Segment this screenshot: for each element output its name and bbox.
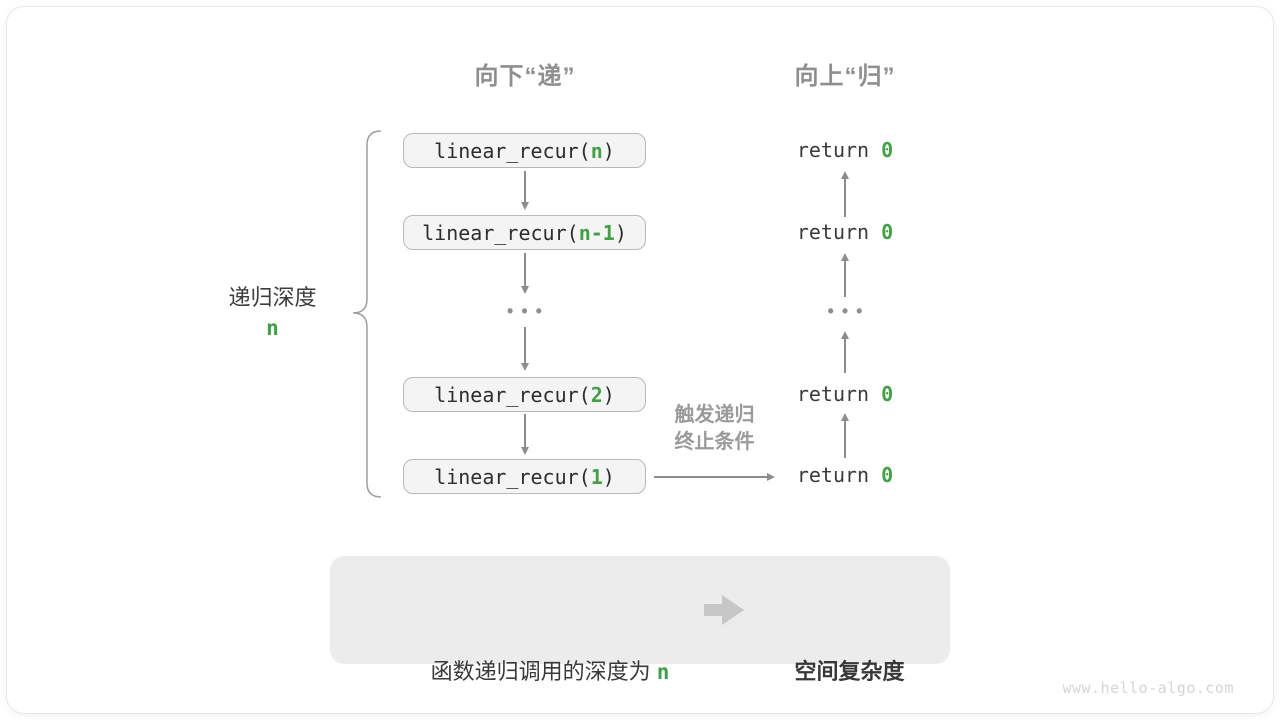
- call-text: ): [602, 464, 615, 489]
- summary-panel: 函数递归调用的深度为 n 共使用 O(n) 的栈帧空间 空间复杂度 线性阶 O(…: [330, 556, 950, 684]
- call-text: linear_recur(: [422, 220, 579, 245]
- return-statement: return 0: [765, 220, 925, 244]
- return-text: return: [796, 220, 882, 244]
- complexity-result: 空间复杂度 线性阶 O(n): [762, 569, 937, 720]
- watermark: www.hello-algo.com: [1062, 679, 1234, 697]
- termination-label-line1: 触发递归: [674, 404, 755, 426]
- return-statement: return 0: [765, 382, 925, 406]
- return-value: 0: [881, 138, 894, 162]
- call-text: linear_recur(: [434, 382, 591, 407]
- call-text: ): [614, 220, 627, 245]
- return-value: 0: [881, 463, 894, 487]
- call-arg: n-1: [578, 220, 615, 245]
- summary-n: n: [656, 660, 670, 684]
- summary-explanation: 函数递归调用的深度为 n 共使用 O(n) 的栈帧空间: [348, 569, 752, 720]
- return-value: 0: [881, 382, 894, 406]
- implies-arrow-icon: [704, 595, 744, 625]
- header-recurse: 向下“递”: [474, 63, 576, 90]
- return-text: return: [796, 382, 882, 406]
- call-text: linear_recur(: [434, 464, 591, 489]
- return-statement: return 0: [765, 463, 925, 487]
- complexity-title: 空间复杂度: [794, 659, 905, 684]
- call-arg: 2: [590, 382, 603, 407]
- return-value: 0: [881, 220, 894, 244]
- call-text: linear_recur(: [434, 138, 591, 163]
- ellipsis-left: •••: [507, 301, 550, 321]
- termination-label-line2: 终止条件: [674, 431, 755, 453]
- header-return: 向上“归”: [794, 63, 896, 90]
- depth-label: 递归深度: [228, 285, 317, 310]
- call-text: ): [602, 138, 615, 163]
- termination-label: 触发递归 终止条件: [652, 402, 777, 456]
- call-box-2: linear_recur(2): [403, 377, 646, 412]
- ellipsis-right: •••: [827, 301, 871, 321]
- call-text: ): [602, 382, 615, 407]
- depth-value: n: [266, 316, 279, 340]
- call-arg: 1: [590, 464, 603, 489]
- summary-text: 函数递归调用的深度为: [430, 659, 657, 684]
- return-text: return: [796, 138, 882, 162]
- call-arg: n: [590, 138, 603, 163]
- return-statement: return 0: [765, 138, 925, 162]
- return-text: return: [796, 463, 882, 487]
- call-box-1: linear_recur(1): [403, 459, 646, 494]
- call-box-n-1: linear_recur(n-1): [403, 215, 646, 250]
- call-box-n: linear_recur(n): [403, 133, 646, 168]
- summary-line1: 函数递归调用的深度为 n: [348, 651, 752, 693]
